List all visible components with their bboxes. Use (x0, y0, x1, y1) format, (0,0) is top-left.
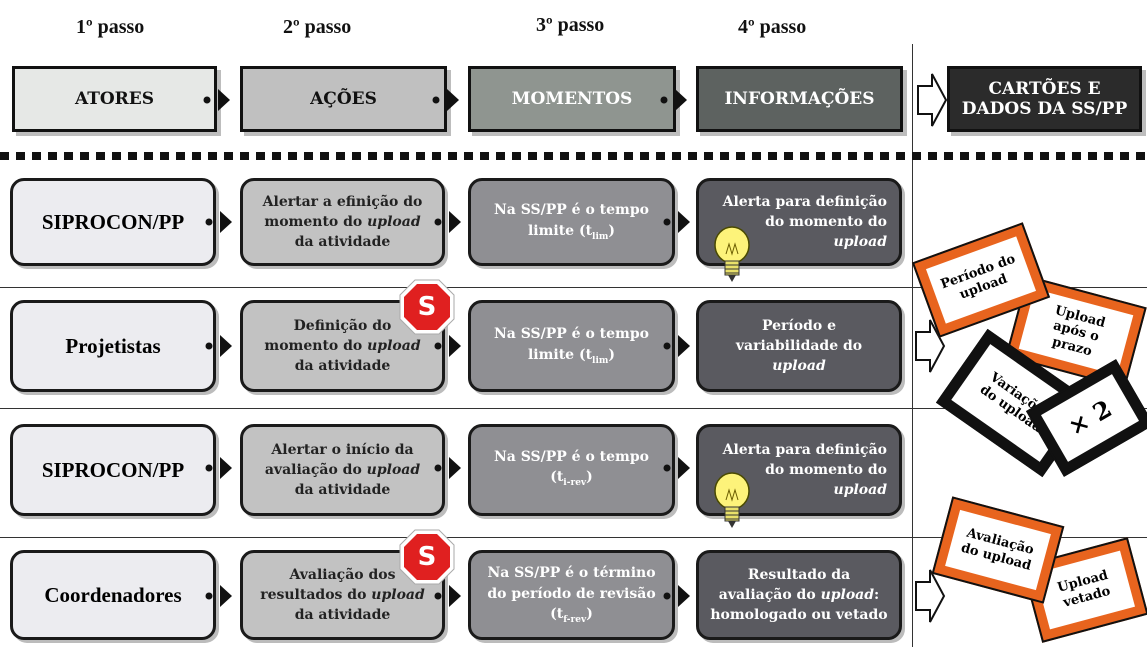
actor-label: Projetistas (65, 333, 161, 358)
step-3-title: 3º passo (536, 14, 605, 36)
lightbulb-icon (714, 472, 750, 528)
header-result-arrow (917, 73, 948, 127)
actor-label: SIPROCON/PP (41, 457, 185, 482)
header-acoes-label: AÇÕES (310, 88, 377, 109)
header-momentos-label: MOMENTOS (511, 88, 633, 109)
actor-label: SIPROCON/PP (41, 209, 185, 234)
actor-row2: Projetistas (10, 300, 216, 392)
header-atores: ATORES (12, 66, 217, 132)
header-cartoes-line2: DADOS DA SS/PP (961, 99, 1128, 119)
step-1-title: 1º passo (76, 16, 145, 38)
stop-sign-letter: S (417, 292, 437, 322)
arrow-right-icon (915, 569, 946, 623)
header-atores-label: ATORES (74, 88, 155, 109)
row-divider-1 (0, 287, 1147, 288)
stop-sign-icon: S (398, 278, 456, 336)
header-cartoes-line1: CARTÕES E (988, 78, 1101, 99)
step-4-title: 4º passo (738, 16, 807, 38)
row-divider-2 (0, 408, 1147, 409)
header-connectors (203, 73, 948, 127)
stop-sign-icon: S (398, 528, 456, 586)
header-acoes: AÇÕES (240, 66, 447, 132)
row-connectors (205, 211, 690, 607)
column-divider (912, 44, 913, 647)
stop-sign-letter: S (417, 542, 437, 572)
lightbulb-icon (714, 226, 750, 282)
header-informacoes-label: INFORMAÇÕES (724, 88, 875, 109)
actor-row3: SIPROCON/PP (10, 424, 216, 516)
actor-label: Coordenadores (44, 582, 182, 607)
momento-row3: Na SS/PP é o tempo(ti-rev) (468, 424, 675, 516)
step-2-title: 2º passo (283, 16, 352, 38)
header-informacoes: INFORMAÇÕES (696, 66, 903, 132)
dotted-separator (0, 152, 1147, 160)
multiplier-label: × 2 (1062, 393, 1117, 442)
header-cartoes: CARTÕES E DADOS DA SS/PP (947, 66, 1142, 132)
header-momentos: MOMENTOS (468, 66, 676, 132)
row-divider-3 (0, 537, 1147, 538)
actor-row4: Coordenadores (10, 550, 216, 640)
actor-row1: SIPROCON/PP (10, 178, 216, 266)
